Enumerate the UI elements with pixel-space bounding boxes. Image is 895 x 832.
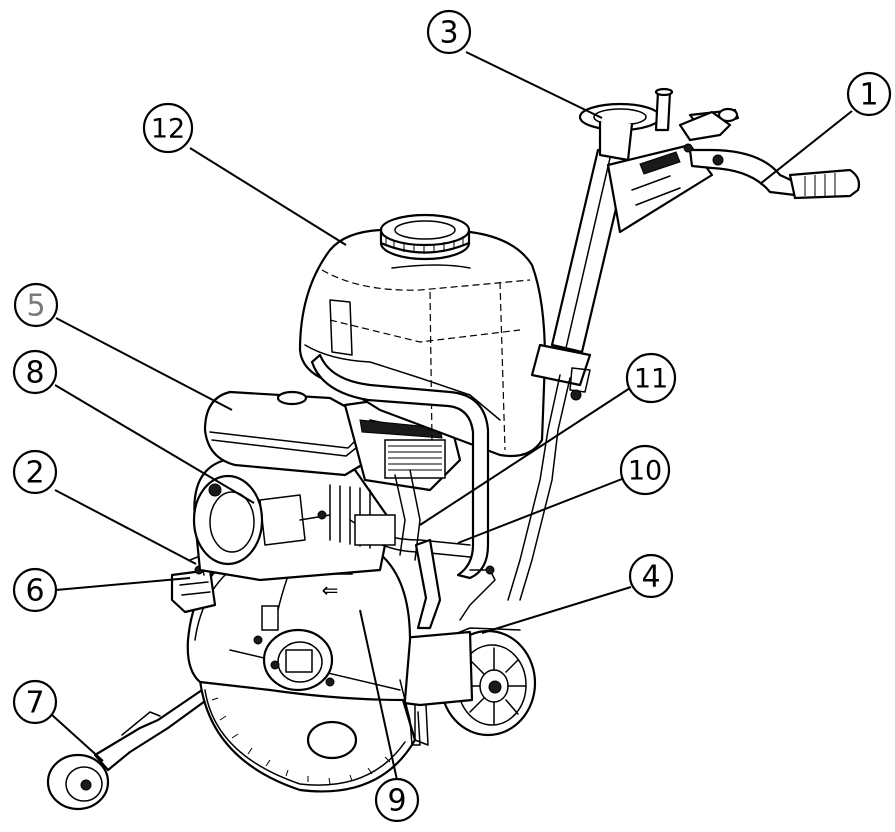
callout-7: 7	[12, 679, 58, 725]
callout-1-label: 1	[859, 78, 878, 113]
callout-12-label: 12	[151, 114, 185, 145]
leader-12	[189, 147, 347, 246]
callout-4: 4	[628, 553, 674, 599]
depth-adjust-assembly	[170, 555, 217, 614]
direction-arrow-icon: ⇐	[322, 578, 339, 602]
blade	[198, 678, 417, 793]
callout-12: 12	[142, 102, 194, 154]
callout-10: 10	[619, 444, 671, 496]
callout-5-label: 5	[26, 289, 45, 324]
callout-8-label: 8	[25, 356, 44, 391]
leader-5	[55, 317, 233, 411]
leader-7	[51, 714, 104, 762]
callout-7-label: 7	[25, 686, 44, 721]
callout-3-label: 3	[439, 16, 458, 51]
front-pointer-arm	[46, 686, 214, 811]
callout-6-label: 6	[25, 574, 44, 609]
leader-6	[55, 577, 191, 591]
callout-1: 1	[846, 71, 892, 117]
callout-9: 9	[374, 777, 420, 823]
callout-4-label: 4	[641, 560, 660, 595]
callout-5: 5	[13, 282, 59, 328]
leader-lines	[51, 51, 853, 781]
callout-3: 3	[426, 9, 472, 55]
leader-3	[465, 51, 603, 119]
callout-10-label: 10	[628, 456, 662, 487]
callout-9-label: 9	[387, 784, 406, 819]
callout-6: 6	[12, 567, 58, 613]
leader-1	[759, 110, 853, 185]
leader-9	[359, 609, 398, 781]
water-tank	[298, 213, 547, 458]
leader-10	[457, 478, 623, 544]
leader-8	[54, 384, 255, 504]
callout-2-label: 2	[25, 456, 44, 491]
callout-8: 8	[12, 349, 58, 395]
callout-11-label: 11	[634, 364, 668, 395]
frame-tubes	[310, 353, 496, 630]
leader-2	[54, 489, 197, 565]
handle-assembly	[507, 87, 861, 601]
machine-drawing: ⚠ ⚠ ⇐	[46, 87, 861, 811]
callouts: 1 2 3 4 5 6 7 8	[12, 9, 892, 823]
callout-11: 11	[625, 352, 677, 404]
leader-4	[481, 586, 632, 634]
leader-11	[419, 387, 631, 526]
callout-2: 2	[12, 449, 58, 495]
